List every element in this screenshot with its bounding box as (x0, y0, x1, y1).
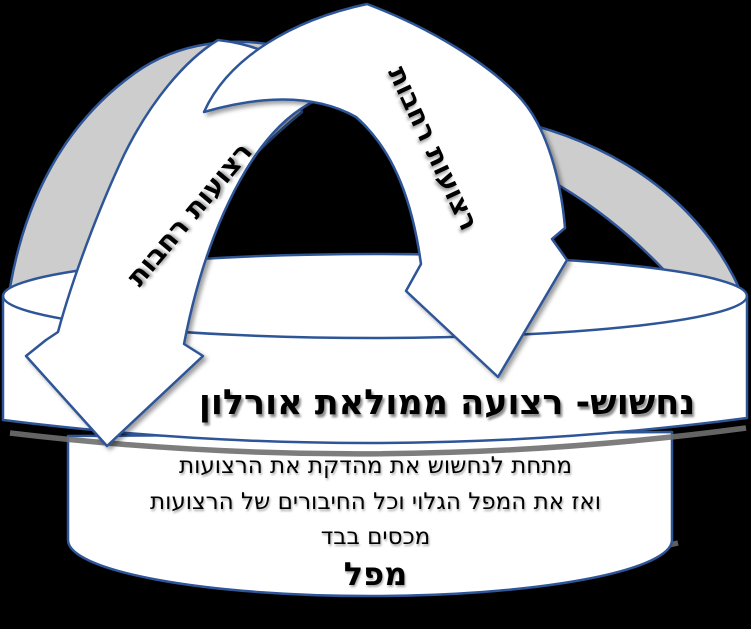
band-shadow (9, 425, 747, 457)
right-strap-arrow (202, 2, 569, 379)
band-title: נחשוש- רצועה ממולאת אורלון (198, 383, 696, 423)
cylinder-line: ואז את המפל הגלוי וכל החיבורים של הרצועו… (149, 488, 602, 515)
cylinder-text-block: מתחת לנחשוש את מהדקת את הרצועות ואז את ה… (78, 449, 673, 592)
cylinder-shape (66, 430, 674, 598)
cylinder-title: מפל (343, 554, 408, 593)
cylinder-line: מתחת לנחשוש את מהדקת את הרצועות (179, 453, 572, 479)
cylinder-line: מכסים בבד (320, 524, 431, 550)
band-rim-arc (1, 295, 749, 340)
